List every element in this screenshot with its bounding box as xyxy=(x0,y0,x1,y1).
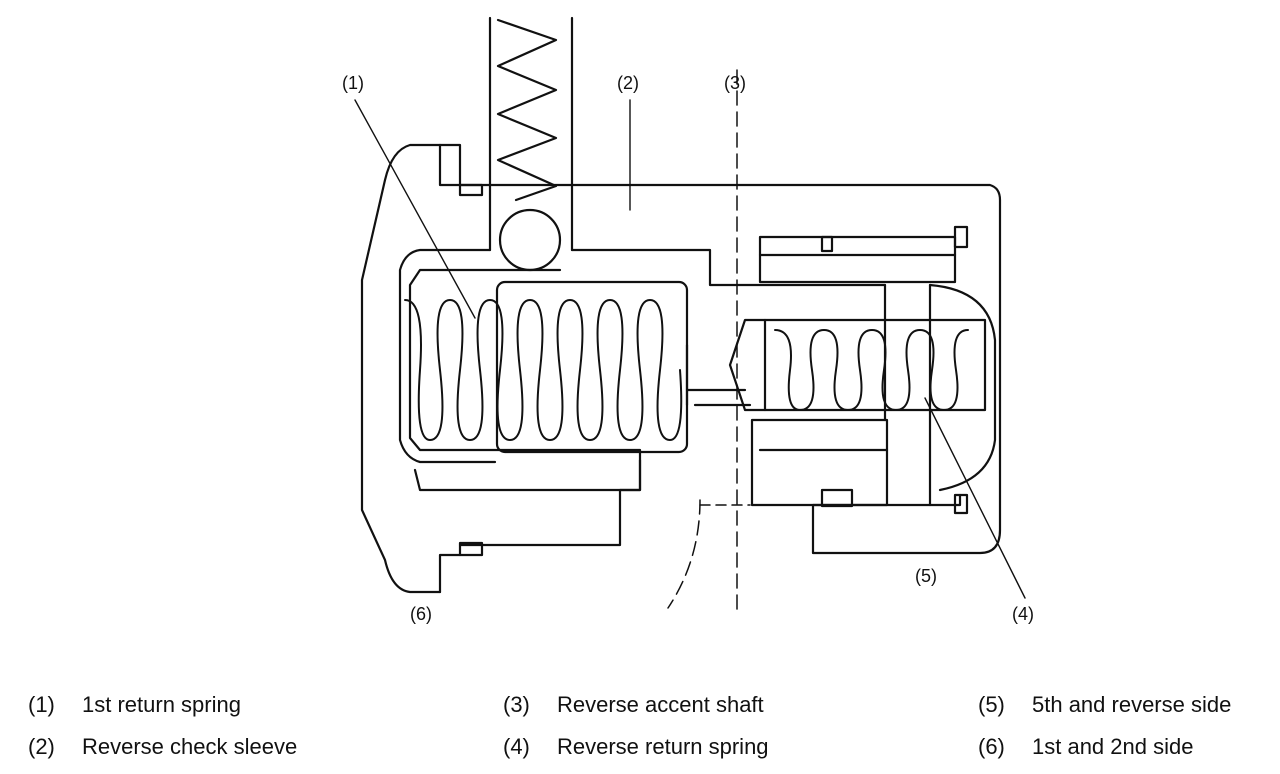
leader-1 xyxy=(354,99,476,319)
legend-item-3: (3) Reverse accent shaft xyxy=(503,692,764,718)
legend-num: (3) xyxy=(503,692,530,717)
legend-text: 1st return spring xyxy=(82,692,241,717)
right-sleeve xyxy=(758,225,997,515)
top-spring-housing xyxy=(488,16,574,252)
legend-item-4: (4) Reverse return spring xyxy=(503,734,769,760)
check-ball xyxy=(498,208,562,272)
left-bore xyxy=(398,248,887,492)
legend-num: (4) xyxy=(503,734,530,759)
callout-3: (3) xyxy=(724,73,746,93)
legend-text: 5th and reverse side xyxy=(1032,692,1232,717)
leader-4 xyxy=(924,397,1026,599)
callout-5: (5) xyxy=(915,566,937,586)
legend-text: Reverse return spring xyxy=(557,734,769,759)
callout-2: (2) xyxy=(617,73,639,93)
legend-item-6: (6) 1st and 2nd side xyxy=(978,734,1193,760)
legend-text: 1st and 2nd side xyxy=(1032,734,1194,759)
dashed-edge xyxy=(667,499,701,609)
legend-num: (1) xyxy=(28,692,55,717)
callout-4: (4) xyxy=(1012,604,1034,624)
legend-num: (6) xyxy=(978,734,1005,759)
legend-item-5: (5) 5th and reverse side xyxy=(978,692,1231,718)
reverse-return-spring xyxy=(774,329,969,411)
cross-section-diagram xyxy=(354,16,1026,611)
legend-item-1: (1) 1st return spring xyxy=(28,692,241,718)
legend-item-2: (2) Reverse check sleeve xyxy=(28,734,297,760)
callout-6: (6) xyxy=(410,604,432,624)
leader-lines xyxy=(354,99,1026,599)
callout-1: (1) xyxy=(342,73,364,93)
housing-outline xyxy=(360,143,1002,594)
legend-text: Reverse check sleeve xyxy=(82,734,298,759)
first-return-spring xyxy=(404,299,683,441)
top-check-spring xyxy=(496,18,558,202)
legend-num: (5) xyxy=(978,692,1005,717)
legend-text: Reverse accent shaft xyxy=(557,692,764,717)
legend-num: (2) xyxy=(28,734,55,759)
reverse-accent-shaft xyxy=(728,318,987,507)
